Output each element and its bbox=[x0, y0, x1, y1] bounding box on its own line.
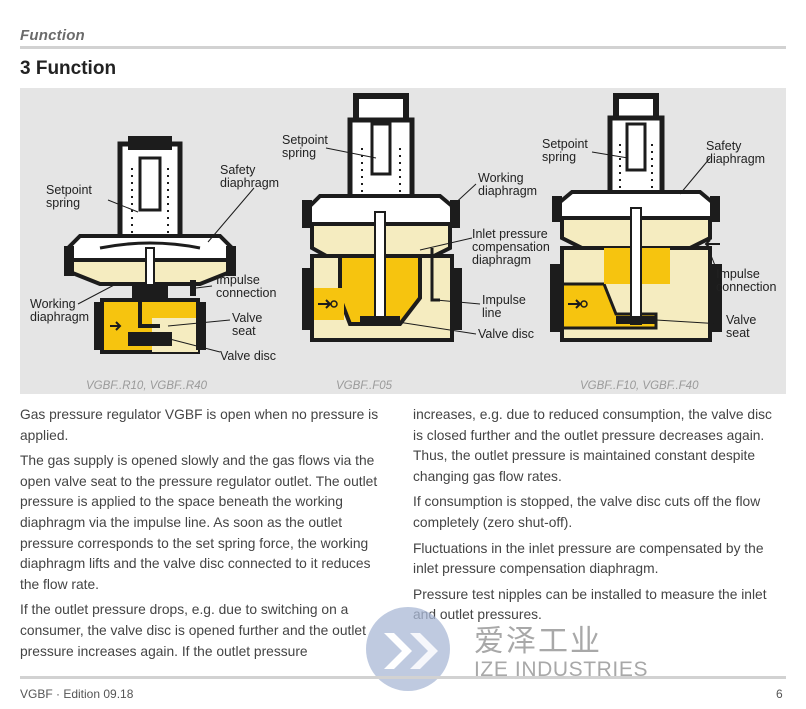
label-valve-seat-left: Valve seat bbox=[232, 311, 263, 338]
paragraph: increases, e.g. due to reduced consumpti… bbox=[413, 407, 772, 484]
page-number: 6 bbox=[776, 687, 783, 701]
label-safety-diaphragm-right: Safety diaphragm bbox=[706, 139, 766, 166]
regulator-left-drawing bbox=[64, 136, 236, 354]
paragraph: The gas supply is opened slowly and the … bbox=[20, 453, 378, 592]
footer-edition: VGBF · Edition 09.18 bbox=[20, 687, 134, 701]
regulator-right-drawing bbox=[550, 93, 722, 342]
footer-rule bbox=[20, 676, 786, 679]
label-impulse-connection-left: Impulse connection bbox=[216, 273, 277, 300]
paragraph: Pressure test nipples can be installed t… bbox=[413, 586, 767, 623]
caption-middle: VGBF..F05 bbox=[336, 380, 393, 392]
watermark-english: IZE INDUSTRIES bbox=[474, 658, 649, 681]
caption-right: VGBF..F10, VGBF..F40 bbox=[580, 380, 699, 392]
caption-left: VGBF..R10, VGBF..R40 bbox=[86, 380, 208, 392]
page-title: 3 Function bbox=[20, 58, 117, 79]
label-setpoint-spring-right: Setpoint spring bbox=[542, 137, 588, 164]
watermark-chinese: 爱泽工业 bbox=[474, 624, 602, 659]
label-valve-seat-right: Valve seat bbox=[726, 313, 757, 340]
section-header: Function bbox=[20, 27, 85, 44]
label-safety-diaphragm-left: Safety diaphragm bbox=[220, 163, 280, 190]
regulator-drawings bbox=[64, 93, 723, 354]
paragraph: If the outlet pressure drops, e.g. due t… bbox=[20, 602, 366, 659]
label-setpoint-spring-middle: Setpoint spring bbox=[282, 133, 328, 160]
watermark-logo-icon bbox=[366, 607, 450, 691]
label-valve-disc-middle: Valve disc bbox=[478, 327, 535, 341]
paragraph: Fluctuations in the inlet pressure are c… bbox=[413, 540, 764, 577]
paragraph: If consumption is stopped, the valve dis… bbox=[413, 494, 761, 530]
label-setpoint-spring-left: Setpoint spring bbox=[46, 183, 92, 210]
label-inlet-compensation-diaphragm: Inlet pressure compensation diaphragm bbox=[472, 227, 550, 267]
label-valve-disc-left: Valve disc bbox=[220, 349, 277, 363]
label-leader-lines bbox=[77, 147, 723, 353]
regulator-middle-drawing bbox=[302, 93, 462, 342]
regulator-figure: Setpoint spring Safety diaphragm Working… bbox=[20, 88, 786, 394]
text-column-right: increases, e.g. due to reduced consumpti… bbox=[413, 405, 783, 631]
label-working-diaphragm-middle: Working diaphragm bbox=[478, 171, 538, 198]
label-working-diaphragm-left: Working diaphragm bbox=[30, 297, 90, 324]
label-impulse-line: Impulse line bbox=[482, 293, 526, 320]
label-impulse-connection-right: Impulse connection bbox=[716, 267, 777, 294]
text-column-left: Gas pressure regulator VGBF is open when… bbox=[20, 405, 390, 667]
header-rule bbox=[20, 46, 786, 49]
paragraph: Gas pressure regulator VGBF is open when… bbox=[20, 407, 379, 443]
